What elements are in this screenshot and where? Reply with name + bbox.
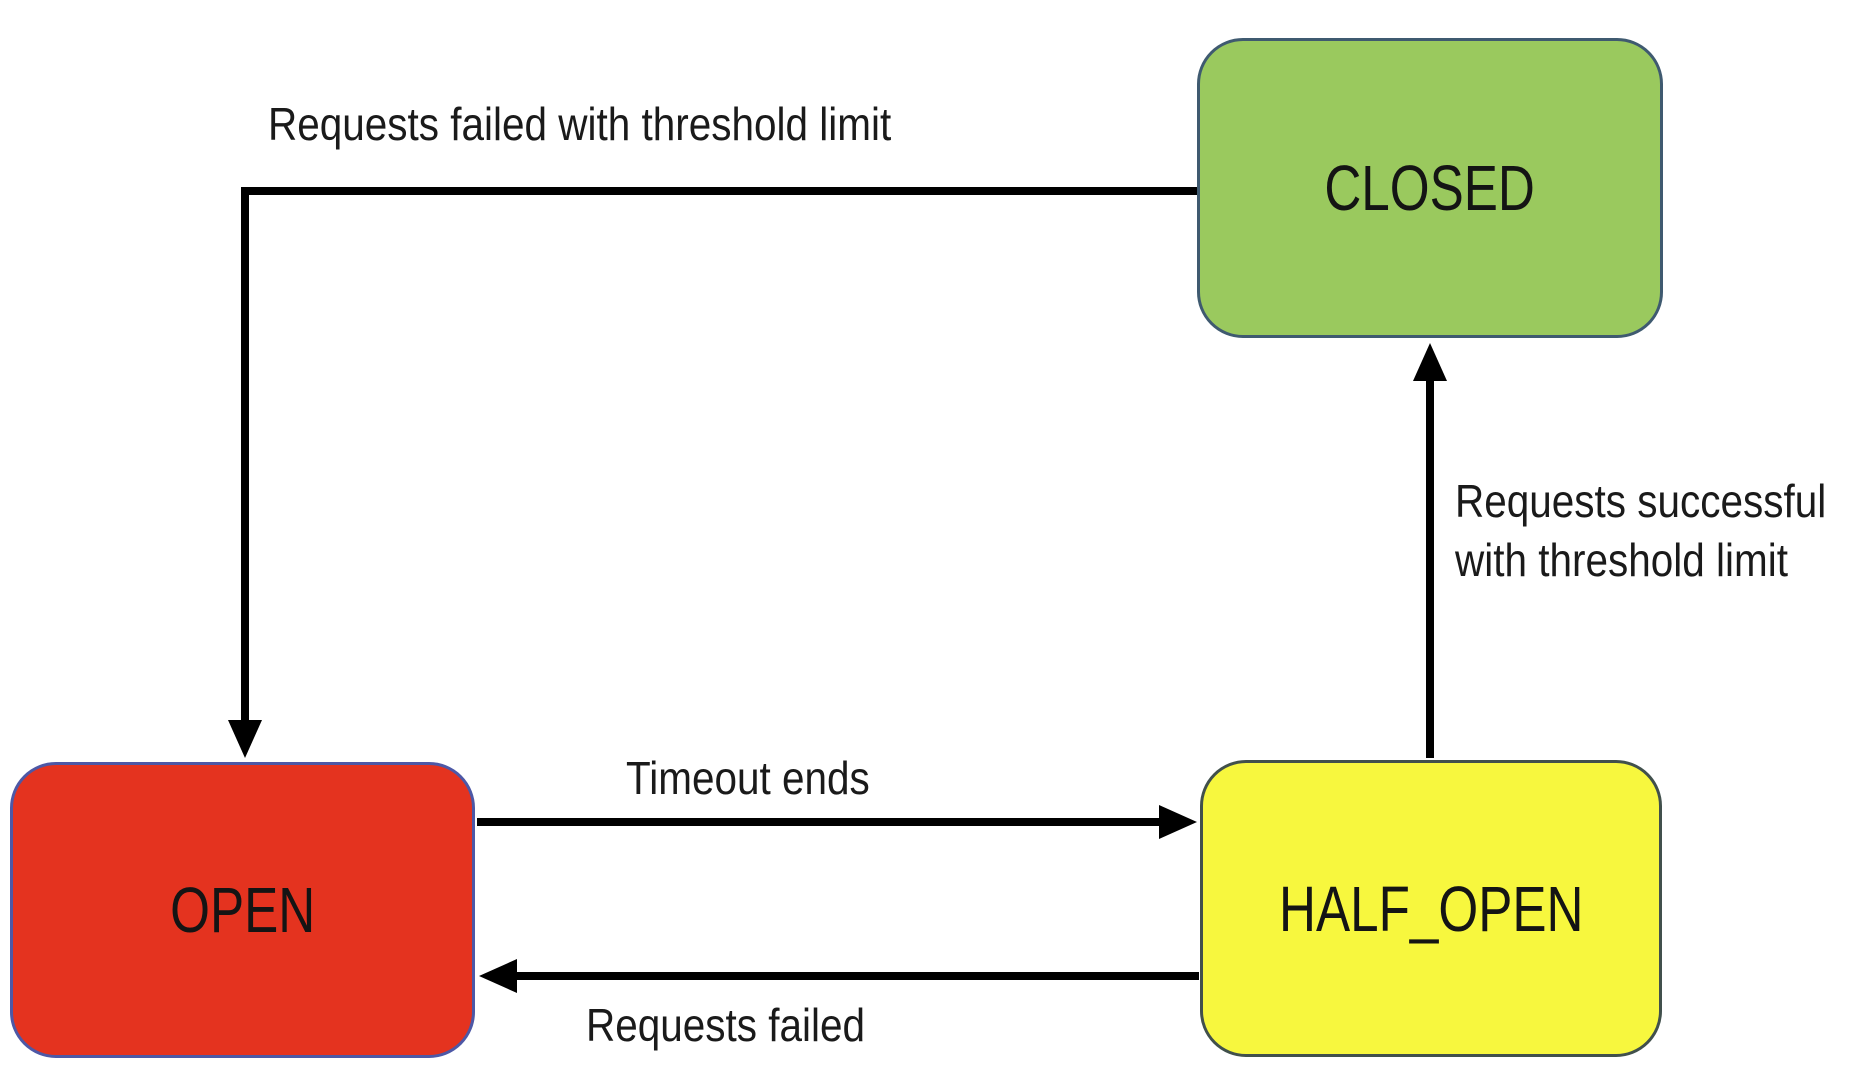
state-node-closed: CLOSED <box>1197 38 1663 338</box>
arrowhead-open-to-halfopen-icon <box>1159 805 1197 839</box>
state-node-half-open: HALF_OPEN <box>1200 760 1662 1057</box>
transition-label-requests-failed: Requests failed <box>586 999 866 1051</box>
state-label-open: OPEN <box>169 874 316 946</box>
arrowhead-halfopen-to-open-icon <box>479 959 517 993</box>
transition-label-requests-failed-threshold: Requests failed with threshold limit <box>268 98 892 150</box>
state-label-half-open: HALF_OPEN <box>1278 872 1584 945</box>
transition-label-timeout-ends: Timeout ends <box>626 752 870 804</box>
arrow-closed-to-open <box>241 187 1197 722</box>
arrowhead-closed-to-open-icon <box>228 720 262 758</box>
state-node-open: OPEN <box>10 762 475 1058</box>
state-label-closed: CLOSED <box>1324 152 1536 224</box>
transition-label-requests-successful-threshold: Requests successful with threshold limit <box>1455 475 1827 586</box>
arrowhead-halfopen-to-closed-icon <box>1413 343 1447 381</box>
